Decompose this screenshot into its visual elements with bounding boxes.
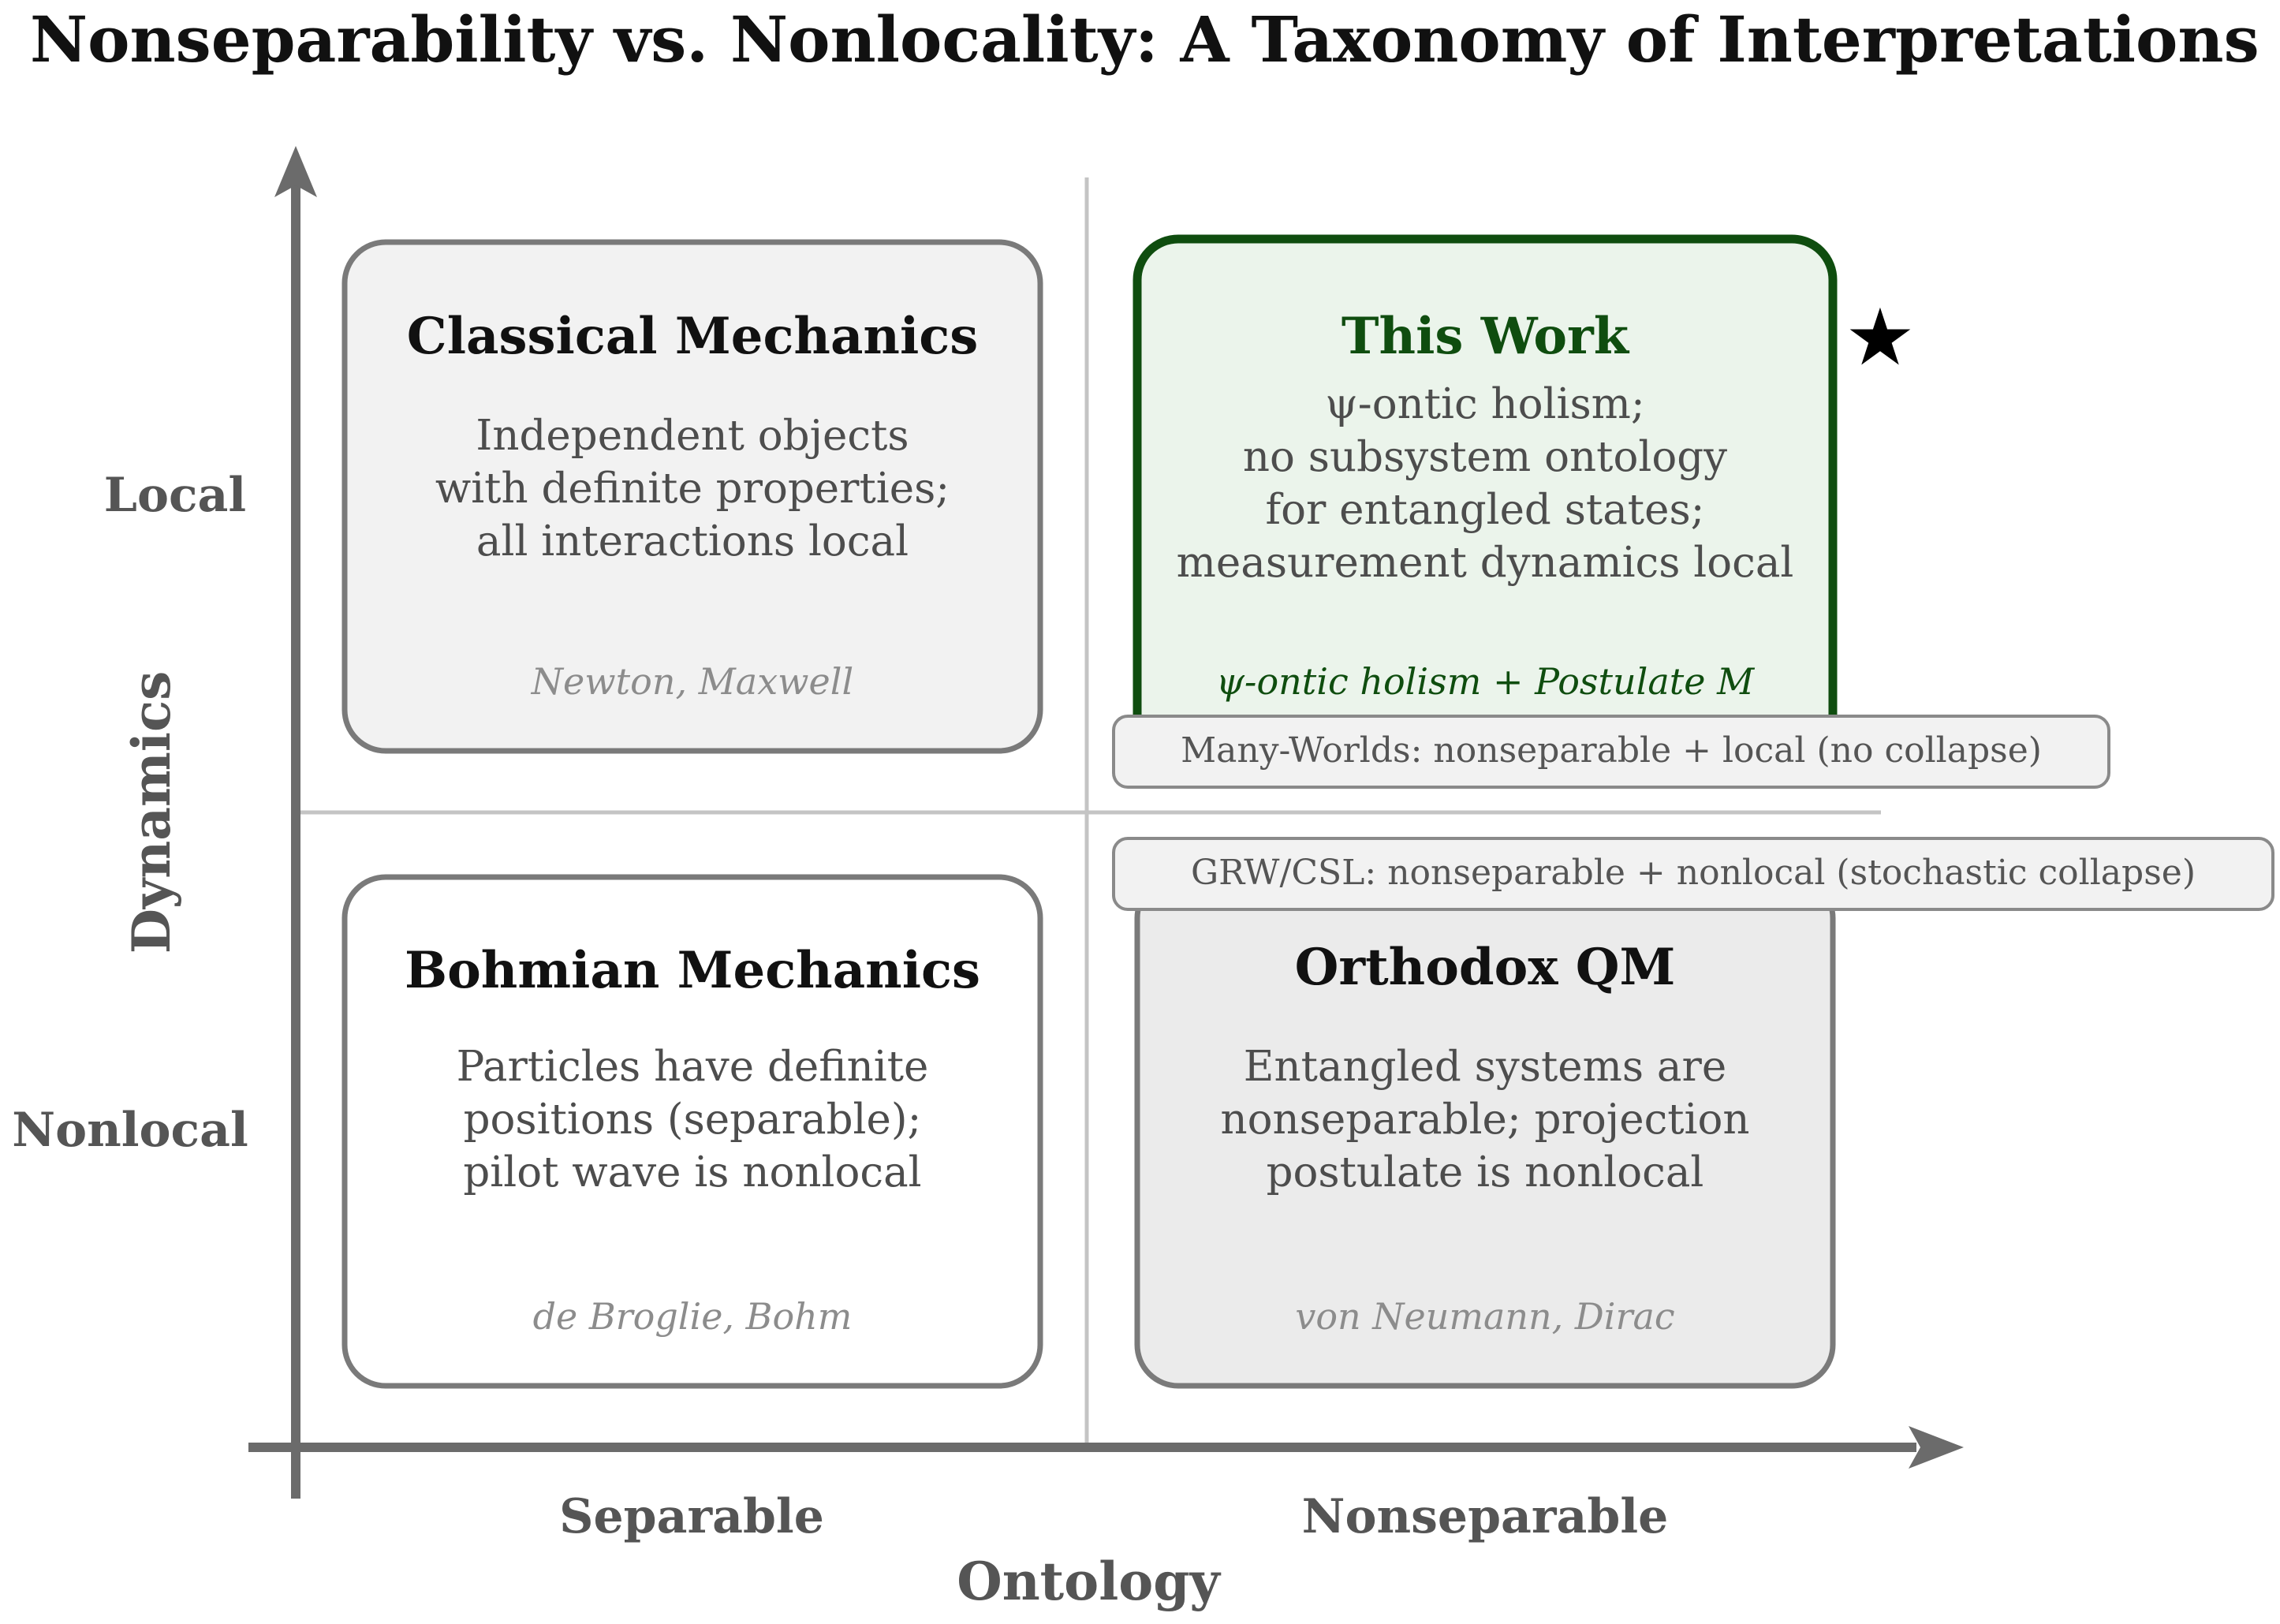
this-work-body-line: ψ-ontic holism;: [1325, 380, 1645, 428]
many-worlds-callout-text: Many-Worlds: nonseparable + local (no co…: [1181, 730, 2042, 771]
bohmian-body-line: Particles have definite: [457, 1043, 929, 1091]
this-work-body-line: for entangled states;: [1265, 486, 1704, 534]
bohmian-box: [341, 874, 1043, 1389]
classical-box: [341, 239, 1043, 754]
this-work-title: This Work: [1342, 307, 1630, 366]
this-work-body-line: measurement dynamics local: [1177, 539, 1794, 587]
bohmian-citation: de Broglie, Bohm: [533, 1295, 853, 1338]
classical-citation: Newton, Maxwell: [531, 660, 853, 703]
x-axis-arrowhead: [1909, 1426, 1964, 1469]
orthodox-title: Orthodox QM: [1295, 938, 1676, 997]
classical-body-line: all interactions local: [476, 517, 909, 566]
y-axis-arrowhead: [274, 146, 317, 197]
y-axis-title: Dynamics: [121, 671, 182, 954]
bohmian-title: Bohmian Mechanics: [405, 941, 980, 1000]
bohmian-body-line: positions (separable);: [464, 1096, 922, 1144]
this-work-citation: ψ-ontic holism + Postulate M: [1216, 660, 1756, 703]
grw-csl-callout-box: [1112, 837, 2274, 911]
bohmian-body-line: pilot wave is nonlocal: [463, 1148, 921, 1197]
quadrant-classical-mechanics: Classical Mechanics Independent objects …: [341, 239, 1043, 754]
orthodox-body-line: Entangled systems are: [1244, 1043, 1726, 1091]
quadrant-orthodox-qm: Orthodox QM Entangled systems are nonsep…: [1134, 874, 1836, 1389]
this-work-body-line: no subsystem ontology: [1243, 433, 1727, 481]
quadrant-bohmian-mechanics: Bohmian Mechanics Particles have definit…: [341, 874, 1043, 1389]
grw-csl-callout-text: GRW/CSL: nonseparable + nonlocal (stocha…: [1191, 853, 2196, 893]
callout-grw-csl: GRW/CSL: nonseparable + nonlocal (stocha…: [1112, 837, 2274, 911]
orthodox-body-line: postulate is nonlocal: [1267, 1148, 1704, 1197]
y-category-nonlocal: Nonlocal: [12, 1103, 248, 1158]
orthodox-citation: von Neumann, Dirac: [1295, 1295, 1674, 1338]
orthodox-body-line: nonseparable; projection: [1220, 1096, 1749, 1144]
x-axis-title: Ontology: [957, 1551, 1221, 1612]
x-category-nonseparable: Nonseparable: [1302, 1489, 1669, 1544]
diagram-title: Nonseparability vs. Nonlocality: A Taxon…: [30, 2, 2259, 77]
x-category-separable: Separable: [559, 1489, 824, 1544]
callout-many-worlds: Many-Worlds: nonseparable + local (no co…: [1112, 715, 2110, 789]
many-worlds-callout-box: [1112, 715, 2110, 789]
classical-body-line: with definite properties;: [435, 465, 950, 513]
quadrant-this-work: This Work ψ-ontic holism; no subsystem o…: [1133, 234, 1916, 763]
classical-title: Classical Mechanics: [407, 307, 979, 366]
y-category-local: Local: [104, 468, 246, 523]
classical-body-line: Independent objects: [476, 412, 909, 460]
star-icon: ★: [1845, 291, 1916, 383]
